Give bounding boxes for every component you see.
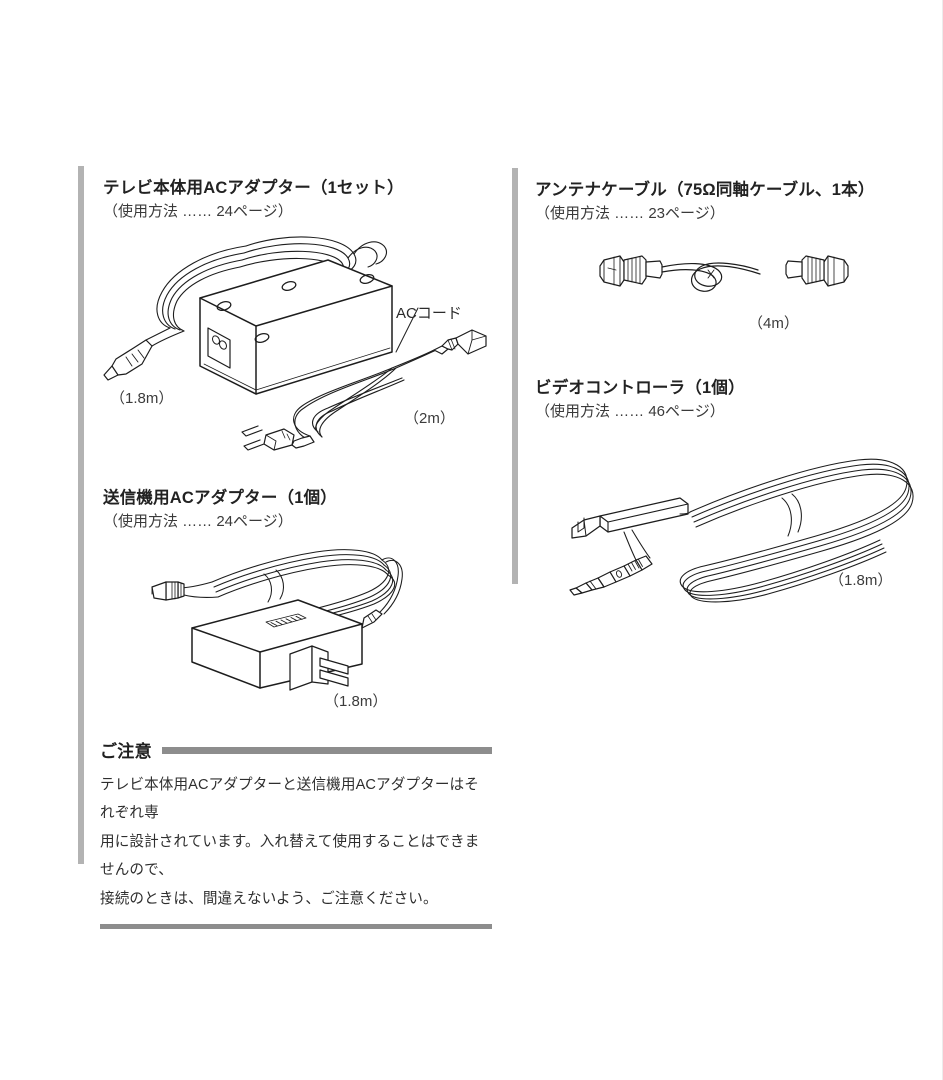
section-subtitle-transmitter-ac-adapter: （使用方法 …… 24ページ）	[103, 513, 293, 530]
transmitter-ac-adapter-illustration	[148, 532, 418, 692]
tv-adapter-cable-length-label: （1.8m）	[110, 390, 174, 407]
section-title-video-controller: ビデオコントローラ（1個）	[535, 379, 745, 397]
caution-header: ご注意	[100, 736, 492, 762]
section-title-antenna-cable: アンテナケーブル（75Ω同軸ケーブル、1本）	[535, 181, 875, 199]
section-title-tv-ac-adapter: テレビ本体用ACアダプター（1セット）	[103, 179, 404, 197]
caution-line-2: 用に設計されています。入れ替えて使用することはできませんので、	[100, 833, 480, 879]
tv-ac-adapter-illustration	[96, 228, 496, 451]
ac-cord-length-label: （2m）	[404, 410, 455, 427]
antenna-cable-length-label: （4m）	[748, 315, 799, 332]
caution-body: テレビ本体用ACアダプターと送信機用ACアダプターはそれぞれ専 用に設計されてい…	[100, 771, 492, 913]
section-subtitle-tv-ac-adapter: （使用方法 …… 24ページ）	[103, 203, 293, 220]
transmitter-cable-length-label: （1.8m）	[324, 693, 388, 710]
section-subtitle-antenna-cable: （使用方法 …… 23ページ）	[535, 205, 725, 222]
video-controller-illustration	[540, 440, 920, 610]
ac-cord-label: ACコード	[396, 305, 462, 322]
caution-title: ご注意	[100, 741, 152, 761]
caution-top-rule	[161, 747, 492, 754]
section-subtitle-video-controller: （使用方法 …… 46ページ）	[535, 403, 725, 420]
caution-line-3: 接続のときは、間違えないよう、ご注意ください。	[100, 890, 438, 907]
video-controller-length-label: （1.8m）	[829, 572, 893, 589]
caution-line-1: テレビ本体用ACアダプターと送信機用ACアダプターはそれぞれ専	[100, 777, 479, 822]
caution-block: ご注意 テレビ本体用ACアダプターと送信機用ACアダプターはそれぞれ専 用に設計…	[100, 736, 492, 930]
right-column-rule	[512, 168, 518, 584]
section-title-transmitter-ac-adapter: 送信機用ACアダプター（1個）	[103, 489, 338, 507]
caution-bottom-rule	[100, 924, 492, 930]
left-column-rule	[78, 166, 84, 864]
antenna-cable-illustration	[590, 240, 860, 330]
